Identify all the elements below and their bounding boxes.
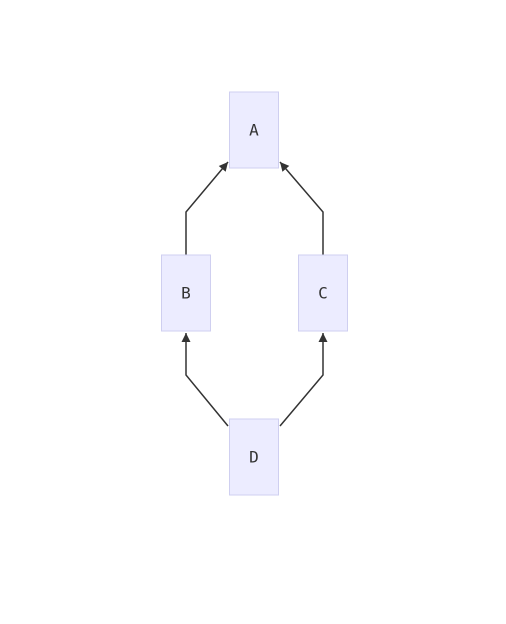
node-box: [161, 254, 211, 332]
node-box: [298, 254, 348, 332]
node-b: B: [161, 254, 211, 332]
node-label: B: [181, 284, 191, 303]
node-box: [229, 418, 279, 496]
arrow-head-icon: [318, 333, 328, 342]
edge-line: [185, 333, 229, 427]
arrow-head-icon: [218, 162, 228, 172]
node-d: D: [229, 418, 279, 496]
edge-d-to-b: [181, 333, 229, 427]
arrow-head-icon: [280, 162, 290, 172]
node-c: C: [298, 254, 348, 332]
node-label: D: [249, 448, 259, 467]
node-label: A: [249, 121, 259, 140]
edge-line: [185, 161, 229, 255]
edge-c-to-a: [279, 161, 324, 255]
node-box: [229, 91, 279, 169]
edge-b-to-a: [185, 161, 229, 255]
edge-line: [279, 333, 324, 427]
arrow-head-icon: [181, 333, 191, 342]
node-a: A: [229, 91, 279, 169]
edge-line: [279, 161, 324, 255]
edge-d-to-c: [279, 333, 328, 427]
node-label: C: [318, 284, 328, 303]
nodes-layer: A B C D: [161, 91, 348, 496]
edges-layer: [181, 161, 328, 427]
